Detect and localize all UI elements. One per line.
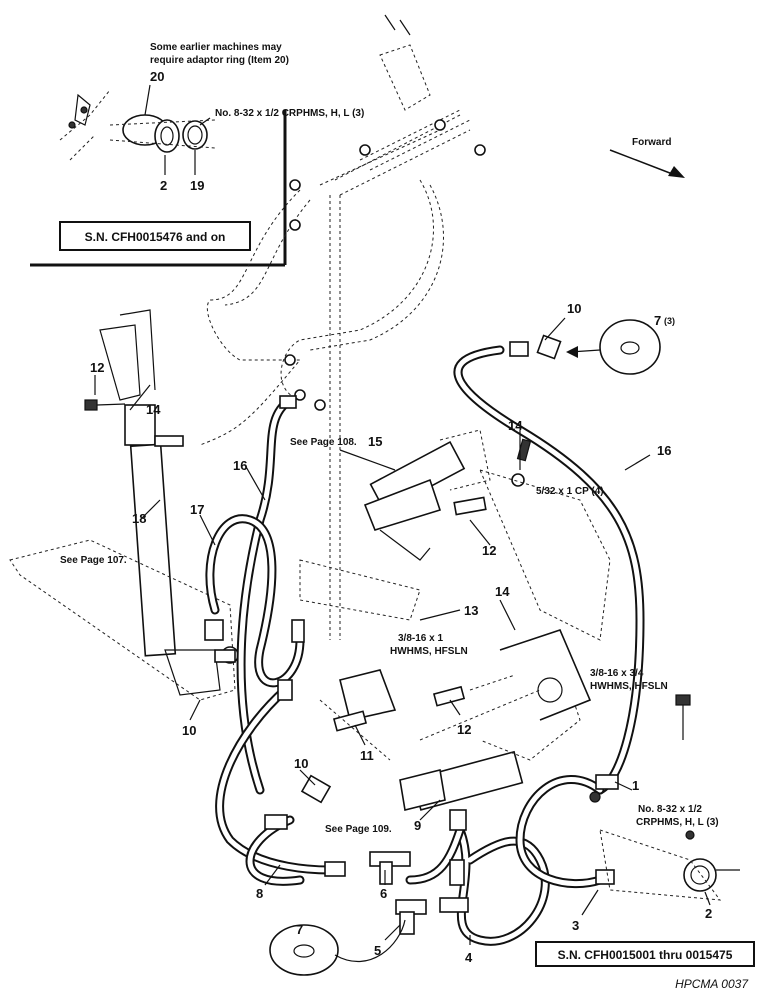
bottom-serial: S.N. CFH0015001 thru 0015475 HPCMA 0037: [535, 941, 755, 991]
inset-note-line1: Some earlier machines may: [150, 42, 282, 53]
hose-16-right: [453, 345, 645, 795]
callout-7-top-qty: (3): [664, 316, 675, 326]
inset-cap: [182, 120, 208, 150]
hw-label-2-line1: 3/8-16 x 3/4: [590, 668, 644, 679]
callout-12-lower: 12: [457, 722, 471, 737]
washer-7-bottom: [269, 924, 339, 976]
hw-label-1-line2: HWHMS, HFSLN: [390, 646, 468, 657]
cylinder-9: [319, 629, 592, 811]
see-page-108: See Page 108.: [290, 437, 357, 448]
inset-serial-label: S.N. CFH0015476 and on: [85, 230, 226, 244]
fitting-1: [595, 774, 619, 790]
serial-box-bottom: [535, 941, 755, 967]
inset-note-line2: require adaptor ring (Item 20): [150, 55, 289, 66]
lift-cylinder-18: [9, 309, 239, 701]
leader-lines: [94, 317, 711, 945]
callout-14-mid: 14: [508, 418, 523, 433]
see-page-107: See Page 107.: [60, 555, 127, 566]
screw-label-2-line2: CRPHMS, H, L (3): [636, 817, 719, 828]
hw-label-1-line1: 3/8-16 x 1: [398, 633, 443, 644]
callout-7-top: 7: [654, 313, 661, 328]
callout-5: 5: [374, 943, 381, 958]
callout-9: 9: [414, 818, 421, 833]
callout-3: 3: [572, 918, 579, 933]
forward-arrow-icon: [668, 166, 685, 178]
callout-14-lower: 14: [495, 584, 510, 599]
callout-8: 8: [256, 886, 263, 901]
forward-indicator: Forward: [609, 137, 685, 178]
callout-12-left: 12: [90, 360, 104, 375]
forward-label: Forward: [632, 137, 671, 148]
washers-7: [269, 319, 661, 976]
inset-detail: Some earlier machines may require adapto…: [30, 42, 364, 267]
fittings: [204, 334, 740, 935]
callout-10-top: 10: [567, 301, 581, 316]
hose-assemblies: [205, 345, 645, 946]
screw-label-2-line1: No. 8-32 x 1/2: [638, 804, 702, 815]
callout-4: 4: [465, 950, 473, 965]
hw-label-2-line2: HWHMS, HFSLN: [590, 681, 668, 692]
callout-2: 2: [705, 906, 712, 921]
callout-19: 19: [190, 178, 204, 193]
inset-screw-label: No. 8-32 x 1/2 CRPHMS, H, L (3): [215, 108, 364, 119]
callout-2-inset: 2: [160, 178, 167, 193]
callout-16-left: 16: [233, 458, 247, 473]
upper-dashed-lines: [199, 14, 486, 640]
figure-id: HPCMA 0037: [675, 977, 749, 991]
callout-12-mid: 12: [482, 543, 496, 558]
filler-cap-2: [683, 858, 717, 892]
cylinder-body-18: [129, 443, 177, 657]
callout-15: 15: [368, 434, 382, 449]
callout-10-left: 10: [182, 723, 196, 738]
callout-14-left: 14: [146, 402, 161, 417]
callout-13: 13: [464, 603, 478, 618]
serial-label-bottom: S.N. CFH0015001 thru 0015475: [558, 948, 733, 962]
callout-20: 20: [150, 69, 164, 84]
callout-7-bottom: 7: [296, 922, 303, 937]
callout-numbers: 7 (3) 10 12 14 15 14 16 16 17 18 12 13 1…: [90, 301, 712, 965]
callout-11: 11: [360, 748, 374, 763]
cylinder-15: [299, 429, 611, 641]
callout-10-lower: 10: [294, 756, 308, 771]
fitting-10-top: [509, 341, 529, 357]
callout-17: 17: [190, 502, 204, 517]
text-labels: See Page 108. See Page 107. See Page 109…: [60, 437, 719, 835]
callout-1: 1: [632, 778, 639, 793]
fitting-10-lower: [300, 774, 332, 804]
see-page-109: See Page 109.: [325, 824, 392, 835]
callout-18: 18: [132, 511, 146, 526]
washer-7-top: [599, 319, 661, 375]
cp-label: 5/32 x 1 CP (4): [536, 486, 604, 497]
callout-6: 6: [380, 886, 387, 901]
inset-serial-box: [59, 221, 251, 251]
inset-adaptor-ring: [154, 119, 180, 153]
callout-16-right: 16: [657, 443, 671, 458]
